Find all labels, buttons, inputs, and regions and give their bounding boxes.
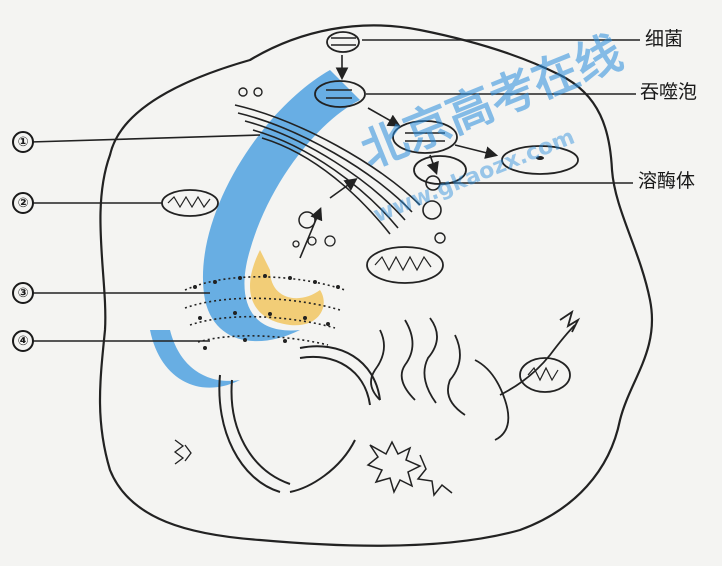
label-phagosome: 吞噬泡 <box>640 83 697 102</box>
label-lysosome: 溶酶体 <box>638 172 695 191</box>
small-vesicles <box>175 440 191 464</box>
marker-1: ① <box>12 131 34 153</box>
nucleolus <box>368 442 452 495</box>
chromatin <box>371 312 578 440</box>
nuclear-envelope <box>219 346 380 492</box>
marker-4: ④ <box>12 330 34 352</box>
marker-3: ③ <box>12 282 34 304</box>
bacteria-shape <box>327 32 359 52</box>
label-bacteria: 细菌 <box>645 30 683 49</box>
mitochondrion-right <box>367 247 443 283</box>
mitochondrion-lower <box>520 358 570 392</box>
mitochondrion-left <box>162 190 218 216</box>
marker-2: ② <box>12 192 34 214</box>
